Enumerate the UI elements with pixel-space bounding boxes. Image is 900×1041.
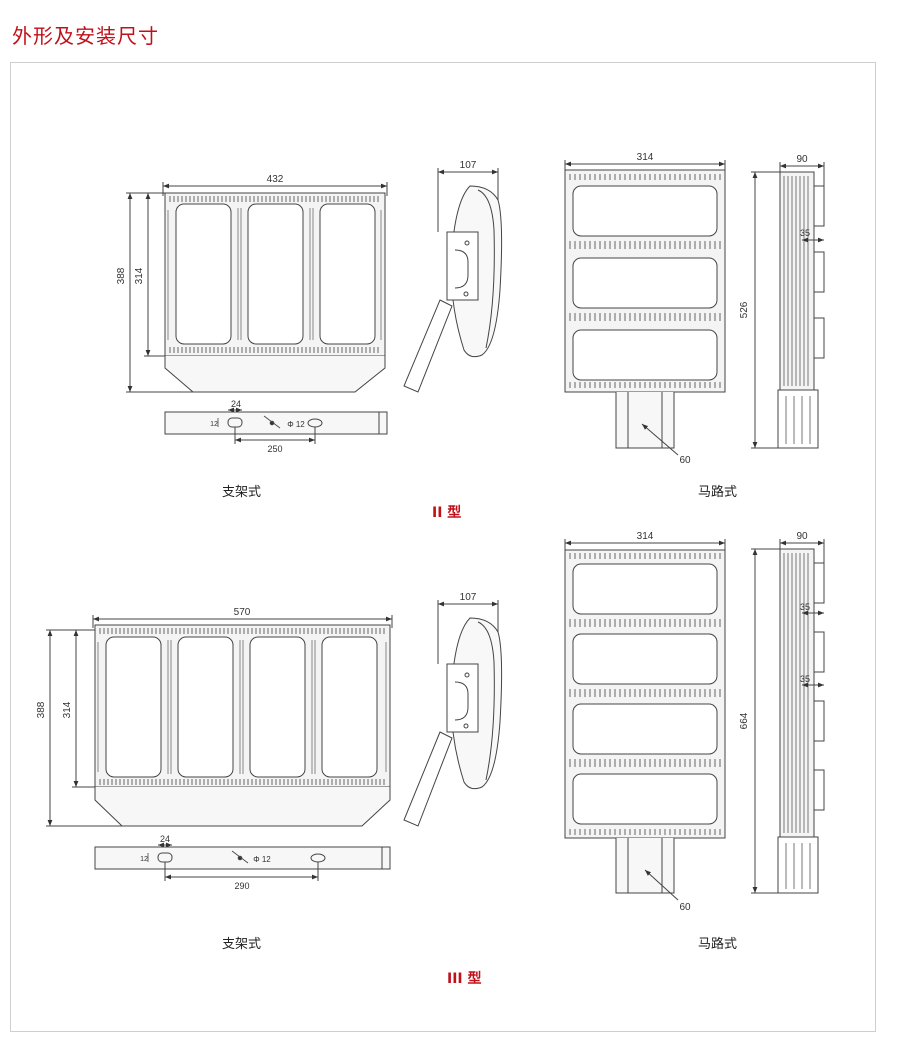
ii-front-width-label: 432: [267, 174, 284, 185]
iii-slot-height-label: 12: [140, 856, 148, 863]
iii-road-side-view: [751, 539, 825, 894]
iii-hole-diameter-label: Φ 12: [253, 855, 271, 864]
iii-bracket-caption: 支架式: [222, 937, 262, 952]
ii-slot-height-label: 12: [210, 421, 218, 428]
iii-front-width-label: 570: [234, 607, 251, 618]
ii-road-side-depth-label: 90: [796, 154, 808, 165]
iii-side-depth-label: 107: [460, 592, 477, 603]
iii-road-caption: 马路式: [698, 937, 738, 952]
ii-bracket-front-view: [126, 182, 388, 393]
drawing-frame: [10, 62, 876, 1032]
iii-road-width-label: 314: [637, 531, 654, 542]
ii-hole-diameter-label: Φ 12: [287, 420, 305, 429]
ii-bracket-caption: 支架式: [222, 485, 262, 500]
iii-slot-width-label: 24: [160, 834, 170, 844]
ii-hole-spacing-label: 250: [267, 444, 282, 454]
ii-front-total-height-label: 388: [116, 267, 127, 284]
iii-front-body-height-label: 314: [62, 701, 73, 718]
iii-road-height-label: 664: [739, 712, 750, 729]
iii-road-front-view: [564, 539, 726, 901]
iii-bracket-plate: [94, 842, 391, 881]
iii-hole-spacing-label: 290: [234, 881, 249, 891]
ii-slot-width-label: 24: [231, 399, 241, 409]
iii-road-module-a-label: 35: [800, 602, 810, 612]
iii-road-arm-label: 60: [679, 902, 691, 913]
ii-front-body-height-label: 314: [134, 267, 145, 284]
iii-road-side-depth-label: 90: [796, 531, 808, 542]
ii-road-caption: 马路式: [698, 485, 738, 500]
ii-road-height-label: 526: [739, 301, 750, 318]
ii-side-depth-label: 107: [460, 160, 477, 171]
iii-front-total-height-label: 388: [36, 701, 47, 718]
iii-type-label: III 型: [447, 971, 482, 987]
ii-bracket-plate: [164, 407, 388, 444]
ii-type-label: II 型: [432, 505, 462, 521]
iii-bracket-front-view: [46, 615, 393, 827]
iii-road-module-b-label: 35: [800, 674, 810, 684]
iii-side-view: [403, 600, 503, 827]
ii-road-side-view: [751, 162, 825, 449]
ii-road-arm-label: 60: [679, 455, 691, 466]
ii-side-view: [403, 168, 503, 393]
ii-road-width-label: 314: [637, 152, 654, 163]
page-title: 外形及安装尺寸: [12, 24, 159, 48]
ii-road-module-label: 35: [800, 228, 810, 238]
ii-road-front-view: [564, 160, 726, 456]
